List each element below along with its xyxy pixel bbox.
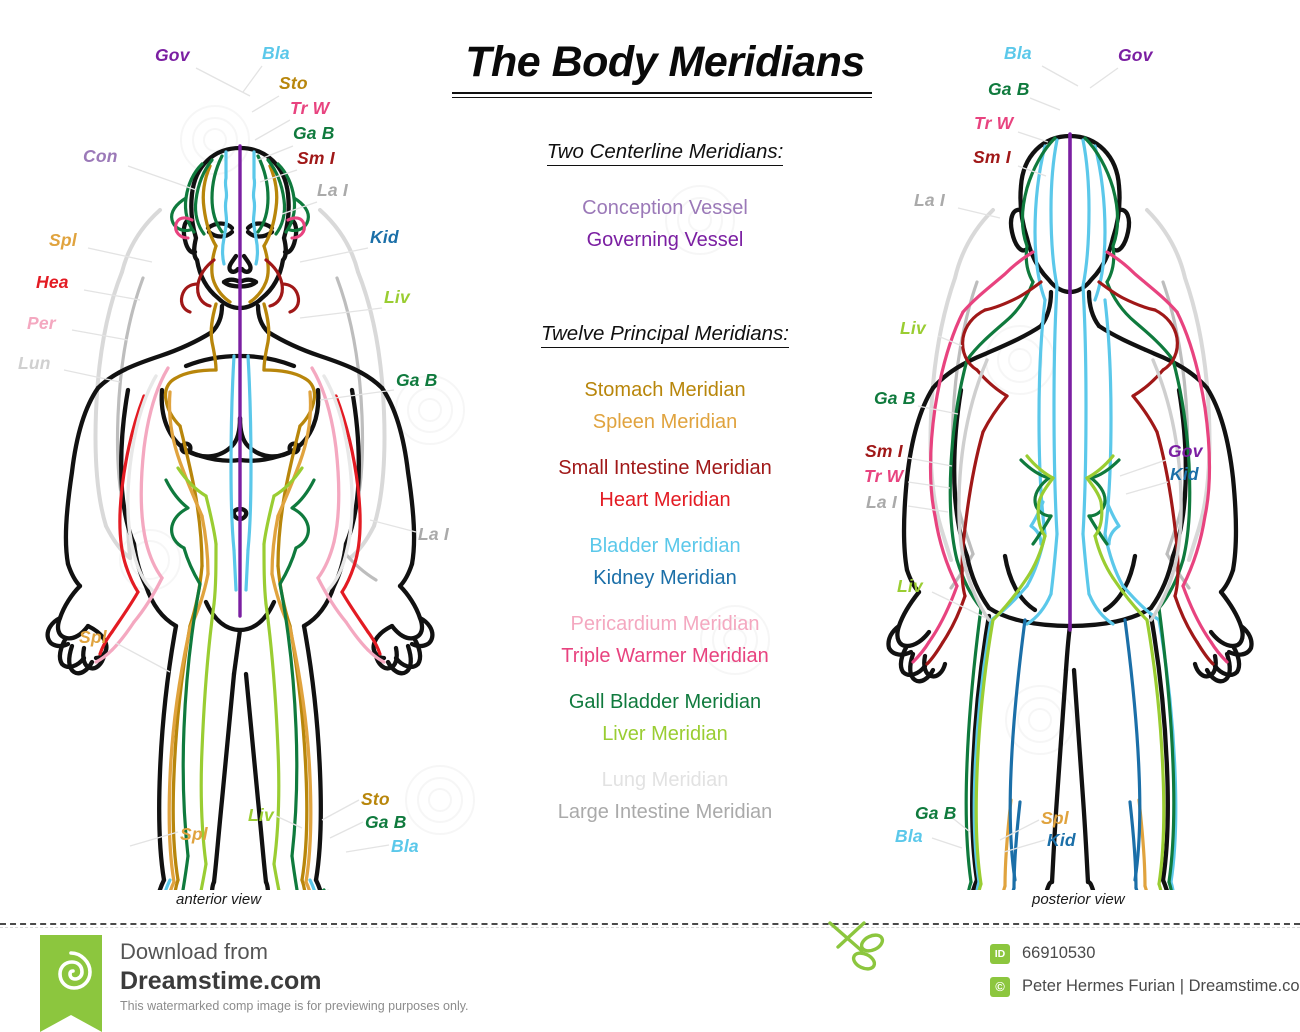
- meridian-label-anterior-kid-12: Kid: [370, 227, 399, 247]
- legend-heading-principal-wrap: Twelve Principal Meridians:: [430, 322, 900, 348]
- meridian-label-anterior-spl-8: Spl: [49, 230, 77, 250]
- watermark-note: This watermarked comp image is for previ…: [120, 999, 469, 1013]
- meridian-label-anterior-hea-9: Hea: [36, 272, 69, 292]
- scissors-icon: [828, 921, 885, 971]
- meridian-label-anterior-ga-b-14: Ga B: [396, 370, 438, 390]
- cut-line: [0, 923, 1300, 925]
- caption-anterior: anterior view: [176, 891, 262, 908]
- id-badge: ID: [990, 944, 1010, 964]
- legend-heading-centerline-wrap: Two Centerline Meridians:: [430, 140, 900, 166]
- meridian-label-posterior-kid-17: Kid: [1047, 830, 1076, 850]
- meridian-label-anterior-spl-17: Spl: [180, 824, 208, 844]
- meridian-label-anterior-lun-11: Lun: [18, 353, 51, 373]
- cut-line-shadow: [0, 927, 1300, 928]
- meridian-label-anterior-tr-w-3: Tr W: [290, 98, 330, 118]
- meridian-label-posterior-ga-b-7: Ga B: [874, 388, 916, 408]
- legend-item-governing-vessel: Governing Vessel: [586, 229, 744, 251]
- meridian-label-anterior-liv-13: Liv: [384, 287, 410, 307]
- legend-item-triple-warmer: Triple Warmer Meridian: [561, 645, 769, 667]
- meridian-label-anterior-ga-b-20: Ga B: [365, 812, 407, 832]
- meridian-label-posterior-bla-0: Bla: [1004, 43, 1032, 63]
- meridian-label-anterior-sm-i-5: Sm I: [297, 148, 335, 168]
- legend-item-stomach: Stomach Meridian: [584, 379, 746, 401]
- meridian-label-anterior-sto-2: Sto: [279, 73, 308, 93]
- copyright-text: Peter Hermes Furian | Dreamstime.com: [1022, 977, 1300, 995]
- meridian-label-posterior-liv-6: Liv: [900, 318, 926, 338]
- anterior-body-figure: [45, 144, 435, 890]
- meridian-label-anterior-la-i-6: La I: [317, 180, 348, 200]
- download-from-label: Download from: [120, 939, 268, 964]
- meridian-label-posterior-ga-b-2: Ga B: [988, 79, 1030, 99]
- legend-item-lung: Lung Meridian: [601, 769, 729, 791]
- legend-heading-principal: Twelve Principal Meridians:: [541, 322, 789, 348]
- spiral-icon: [58, 951, 92, 990]
- legend-item-large-intestine: Large Intestine Meridian: [557, 801, 773, 823]
- caption-posterior: posterior view: [1032, 891, 1125, 908]
- meridian-label-posterior-kid-12: Kid: [1170, 464, 1199, 484]
- page-title: The Body Meridians: [465, 38, 865, 86]
- title-underline: [452, 92, 872, 94]
- meridian-label-anterior-gov-0: Gov: [155, 45, 190, 65]
- meridian-label-anterior-sto-19: Sto: [361, 789, 390, 809]
- legend-item-heart: Heart Meridian: [599, 489, 731, 511]
- meridian-label-posterior-bla-15: Bla: [895, 826, 923, 846]
- legend-item-spleen: Spleen Meridian: [592, 411, 738, 433]
- meridian-label-posterior-sm-i-4: Sm I: [973, 147, 1011, 167]
- legend-item-pericardium: Pericardium Meridian: [570, 613, 760, 635]
- legend-item-small-intestine: Small Intestine Meridian: [558, 457, 772, 479]
- meridian-label-posterior-tr-w-3: Tr W: [974, 113, 1014, 133]
- meridian-label-posterior-gov-11: Gov: [1168, 441, 1203, 461]
- legend-item-bladder: Bladder Meridian: [589, 535, 741, 557]
- posterior-body-figure: [886, 132, 1254, 890]
- meridian-label-anterior-con-7: Con: [83, 146, 118, 166]
- meridian-label-anterior-ga-b-4: Ga B: [293, 123, 335, 143]
- legend-heading-centerline: Two Centerline Meridians:: [546, 140, 784, 166]
- copyright-badge: ©: [990, 977, 1010, 997]
- meridian-label-posterior-la-i-5: La I: [914, 190, 945, 210]
- meridian-label-anterior-la-i-15: La I: [418, 524, 449, 544]
- meridian-label-posterior-sm-i-8: Sm I: [865, 441, 903, 461]
- meridian-label-anterior-per-10: Per: [27, 313, 56, 333]
- meridian-label-anterior-spl-16: Spl: [79, 627, 107, 647]
- meridian-label-posterior-tr-w-9: Tr W: [864, 466, 904, 486]
- meridian-label-anterior-bla-1: Bla: [262, 43, 290, 63]
- meridian-label-posterior-liv-13: Liv: [897, 576, 923, 596]
- image-id-value: 66910530: [1022, 944, 1096, 962]
- legend: Two Centerline Meridians: Conception Ves…: [430, 140, 900, 828]
- legend-item-liver: Liver Meridian: [602, 723, 728, 745]
- legend-item-kidney: Kidney Meridian: [593, 567, 737, 589]
- meridian-label-posterior-la-i-10: La I: [866, 492, 897, 512]
- dreamstime-watermark-footer: Download from Dreamstime.com This waterm…: [0, 921, 1300, 1032]
- meridian-label-posterior-gov-1: Gov: [1118, 45, 1153, 65]
- legend-item-conception-vessel: Conception Vessel: [582, 197, 748, 219]
- meridian-label-anterior-bla-21: Bla: [391, 836, 419, 856]
- meridian-label-anterior-liv-18: Liv: [248, 805, 274, 825]
- dreamstime-site-label: Dreamstime.com: [120, 967, 322, 995]
- meridian-label-posterior-ga-b-14: Ga B: [915, 803, 957, 823]
- dreamstime-logo-ribbon: [40, 935, 102, 1032]
- legend-item-gall-bladder: Gall Bladder Meridian: [568, 691, 762, 713]
- meridian-label-posterior-spl-16: Spl: [1041, 808, 1069, 828]
- title-underline-thin: [452, 97, 872, 98]
